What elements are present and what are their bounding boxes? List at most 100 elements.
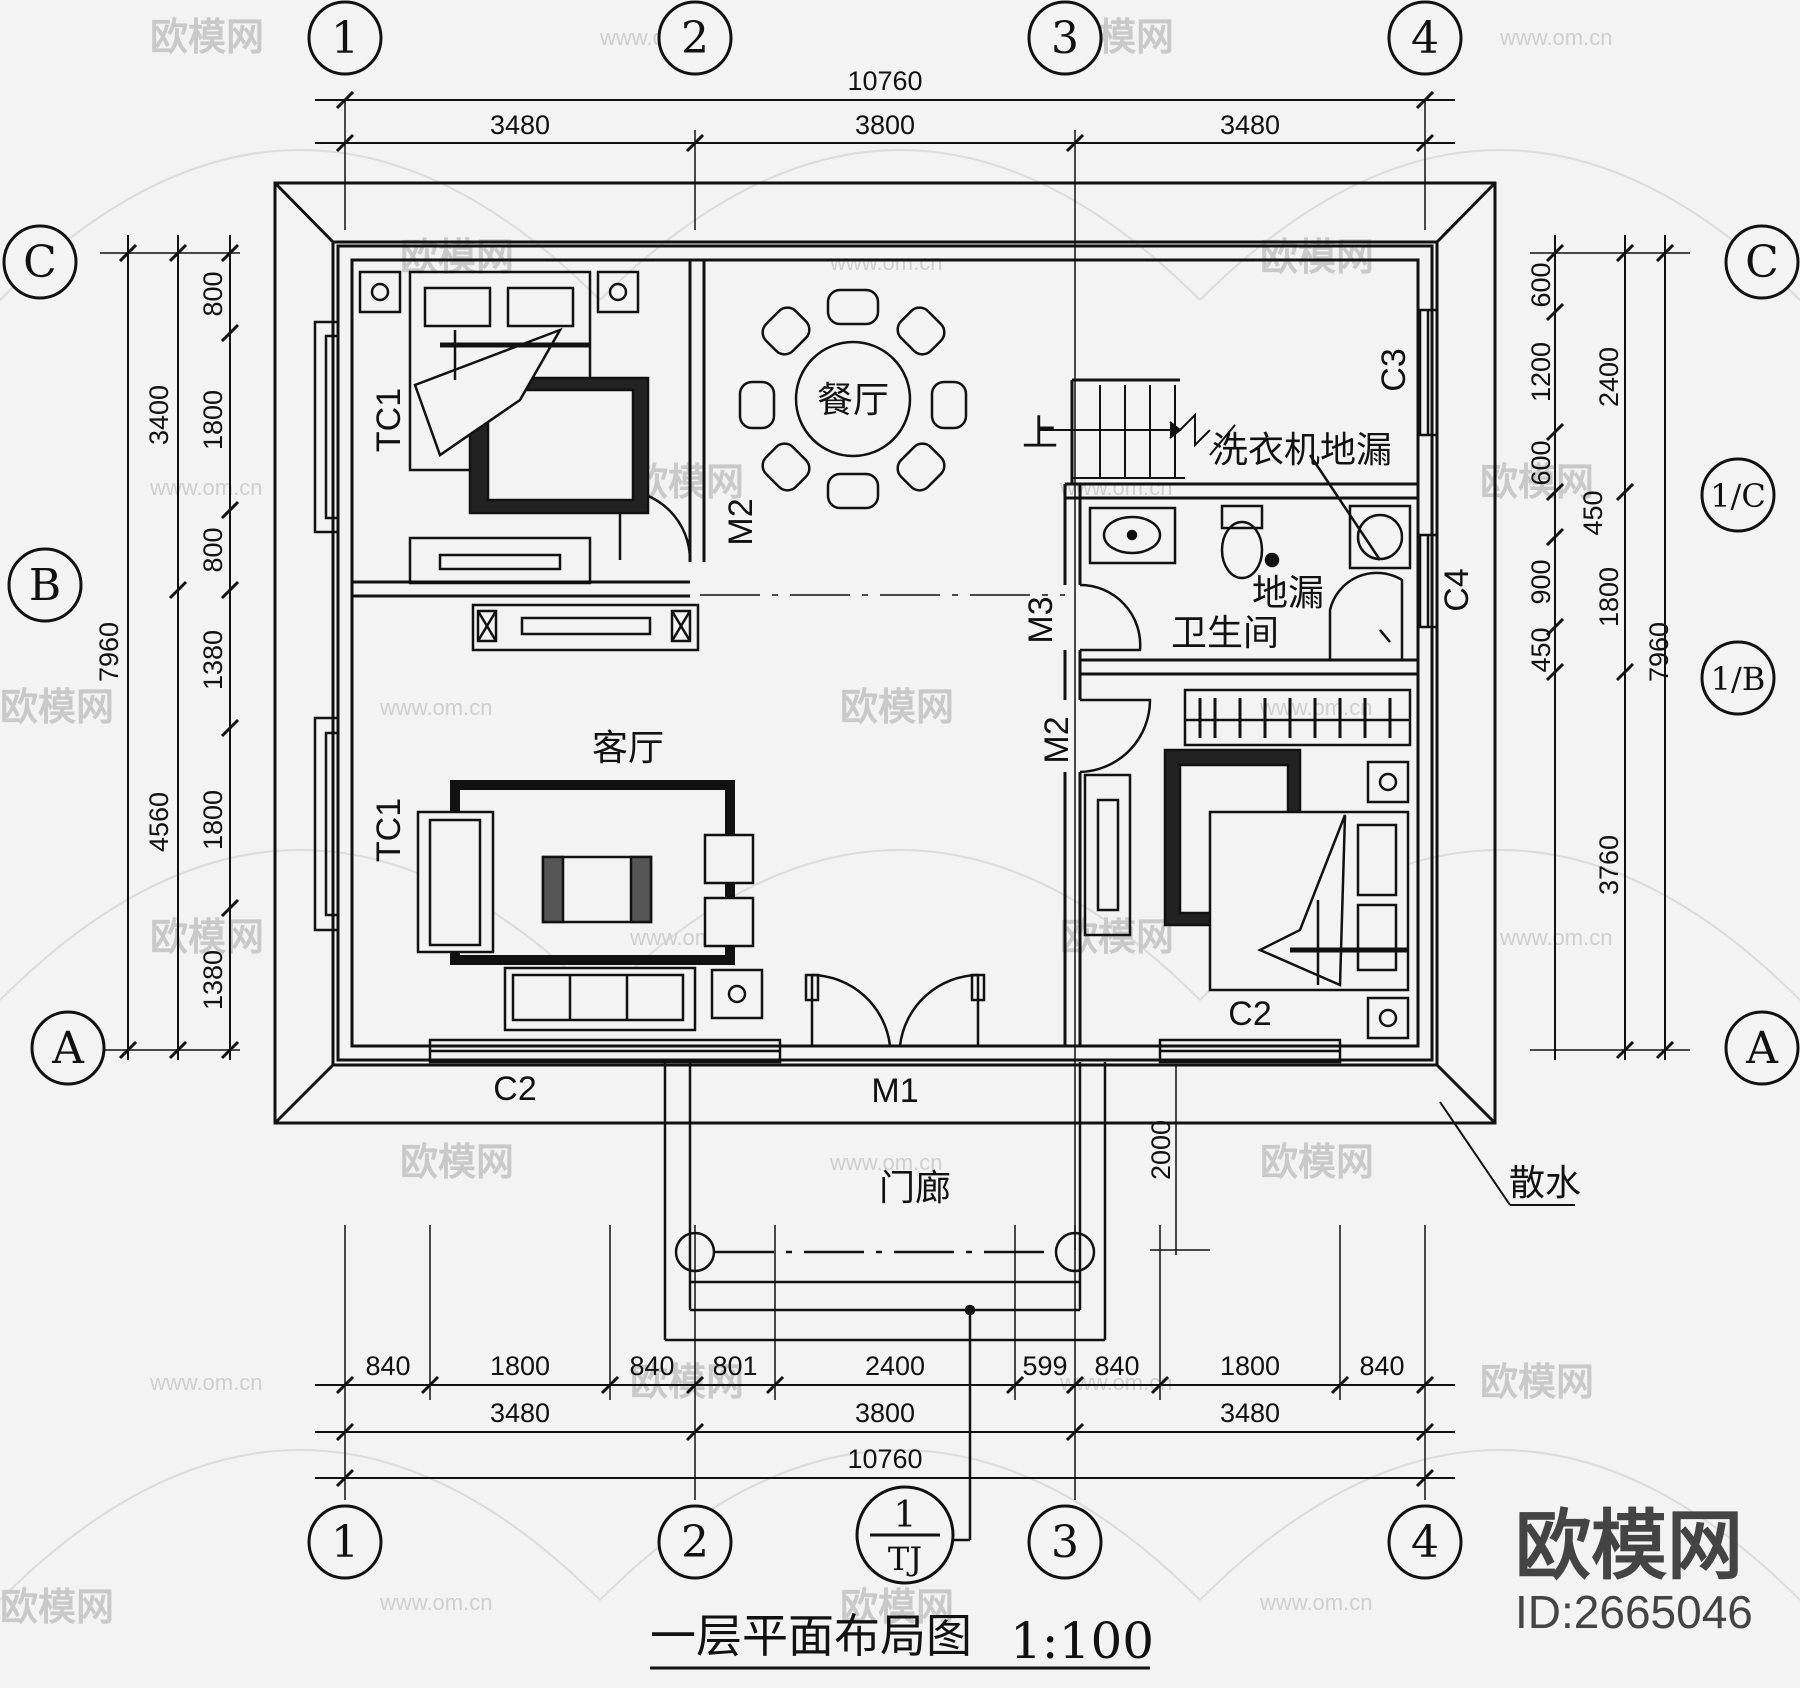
watermark-url: www.om.cn: [379, 695, 492, 720]
watermark-brand: 欧模网: [840, 685, 954, 729]
axis-label-left-a: A: [51, 1023, 85, 1074]
dim-right-total: 7960: [1644, 622, 1674, 682]
label-window-c4: C4: [1438, 568, 1476, 611]
watermark-brand: 欧模网: [630, 1360, 744, 1404]
axis-label-bottom-2: 2: [681, 1517, 709, 1568]
watermark-brand: 欧模网: [0, 685, 114, 729]
dim-bottom-detail: 840: [1094, 1351, 1139, 1381]
dim-left-detail: 1800: [198, 390, 228, 450]
living-room-furniture: [416, 780, 764, 1032]
room-label-living: 客厅: [592, 728, 664, 769]
dim-bottom-detail: 1800: [490, 1351, 550, 1381]
dim-left-bay-2: 4560: [144, 792, 174, 852]
dim-bottom-total: 10760: [847, 1444, 922, 1474]
label-door-m1: M1: [871, 1072, 918, 1110]
label-laundry-drain: 洗衣机地漏: [1212, 430, 1392, 471]
axis-label-bottom-4: 4: [1411, 1517, 1439, 1568]
dim-left-detail: 1380: [198, 950, 228, 1010]
dim-bottom-detail: 599: [1022, 1351, 1067, 1381]
dim-bottom-detail: 840: [1359, 1351, 1404, 1381]
dim-right-detail: 600: [1526, 440, 1556, 485]
label-window-c2: C2: [1228, 995, 1271, 1033]
watermark-url: www.om.cn: [1059, 475, 1172, 500]
drawing-title: 一层平面布局图: [650, 1609, 972, 1663]
watermark-brand: 欧模网: [0, 1585, 114, 1629]
dim-left-detail: 1380: [198, 630, 228, 690]
axis-label-top-1: 1: [331, 13, 359, 64]
watermark-brand: 欧模网: [1060, 915, 1174, 959]
dimension-lines: [127, 99, 1666, 1479]
watermark-brand: 欧模网: [150, 15, 264, 59]
watermark-url: www.om.cn: [829, 1150, 942, 1175]
index-mark-sheet: TJ: [888, 1540, 922, 1578]
index-mark-number: 1: [894, 1495, 917, 1536]
dim-left-detail: 800: [198, 271, 228, 316]
dim-top-bay-2: 3800: [855, 110, 915, 140]
axis-label-right-a: A: [1745, 1023, 1779, 1074]
axis-label-top-3: 3: [1051, 13, 1079, 64]
dim-right-detail: 450: [1578, 490, 1608, 535]
dim-bottom-bay-2: 3800: [855, 1398, 915, 1428]
grid-lines: [344, 100, 1426, 1255]
label-door-m2: M2: [722, 498, 760, 545]
axis-label-right-1b: 1/B: [1711, 660, 1766, 698]
dim-top-total: 10760: [847, 66, 922, 96]
dining-table: [738, 288, 968, 510]
dim-left-detail: 800: [198, 527, 228, 572]
axis-label-bottom-1: 1: [331, 1517, 359, 1568]
axis-label-left-c: C: [23, 237, 57, 288]
axis-label-right-c: C: [1745, 237, 1779, 288]
dim-bottom-bay-3: 3480: [1220, 1398, 1280, 1428]
watermark-brand: 欧模网: [840, 1585, 954, 1629]
brand-logo-text: 欧模网: [1515, 1501, 1743, 1590]
axis-label-left-b: B: [29, 560, 61, 611]
watermark-url: www.om.cn: [1499, 25, 1612, 50]
apron-leader: [1209, 424, 1575, 1206]
label-window-c2: C2: [493, 1070, 536, 1108]
bathroom-fixtures: [1088, 454, 1412, 662]
apron: [273, 181, 1497, 1125]
watermark-url: www.om.cn: [149, 1370, 262, 1395]
axis-label-top-2: 2: [681, 13, 709, 64]
label-door-m2: M2: [1038, 716, 1076, 763]
dim-right-outer-1: 2400: [1594, 347, 1624, 407]
label-window-tc1: TC1: [370, 388, 408, 452]
watermark-url: www.om.cn: [829, 250, 942, 275]
label-floor-drain: 地漏: [1252, 573, 1324, 614]
label-window-c3: C3: [1375, 348, 1413, 391]
dim-bottom-detail: 840: [629, 1351, 674, 1381]
dim-right-outer-3: 3760: [1594, 835, 1624, 895]
dim-bottom-detail: 801: [712, 1351, 757, 1381]
dim-right-detail: 450: [1526, 627, 1556, 672]
watermark-url: www.om.cn: [149, 475, 262, 500]
axis-label-right-1c: 1/C: [1710, 477, 1766, 515]
label-stair-up: 上: [1022, 413, 1058, 454]
label-apron: 散水: [1509, 1163, 1581, 1204]
interior-walls: [352, 260, 1418, 1046]
dim-left-total: 7960: [94, 622, 124, 682]
dim-bottom-detail: 840: [365, 1351, 410, 1381]
dim-right-outer-2: 1800: [1594, 567, 1624, 627]
label-window-tc1: TC1: [370, 798, 408, 862]
dim-right-detail: 600: [1526, 262, 1556, 307]
dim-top-bay-3: 3480: [1220, 110, 1280, 140]
room-label-porch: 门廊: [879, 1168, 951, 1209]
room-label-dining: 餐厅: [817, 380, 889, 421]
drawing-scale: 1:100: [1010, 1612, 1154, 1670]
windows: [313, 308, 1439, 1064]
dim-left-bay-1: 3400: [144, 385, 174, 445]
axis-bubbles: [2, 0, 1800, 1585]
tv-cabinet: [471, 603, 700, 652]
watermark-brand: 欧模网: [1480, 1360, 1594, 1404]
dim-bottom-detail: 2400: [865, 1351, 925, 1381]
dim-right-detail: 1200: [1526, 342, 1556, 402]
dim-top-bay-1: 3480: [490, 110, 550, 140]
dim-bottom-bay-1: 3480: [490, 1398, 550, 1428]
watermark-brand: 欧模网: [1480, 460, 1594, 504]
stair: [1040, 385, 1211, 479]
watermark-brand: 欧模网: [400, 1140, 514, 1184]
dim-right-detail: 900: [1526, 559, 1556, 604]
room-label-bathroom: 卫生间: [1171, 613, 1279, 654]
watermark-brand: 欧模网: [1260, 1140, 1374, 1184]
